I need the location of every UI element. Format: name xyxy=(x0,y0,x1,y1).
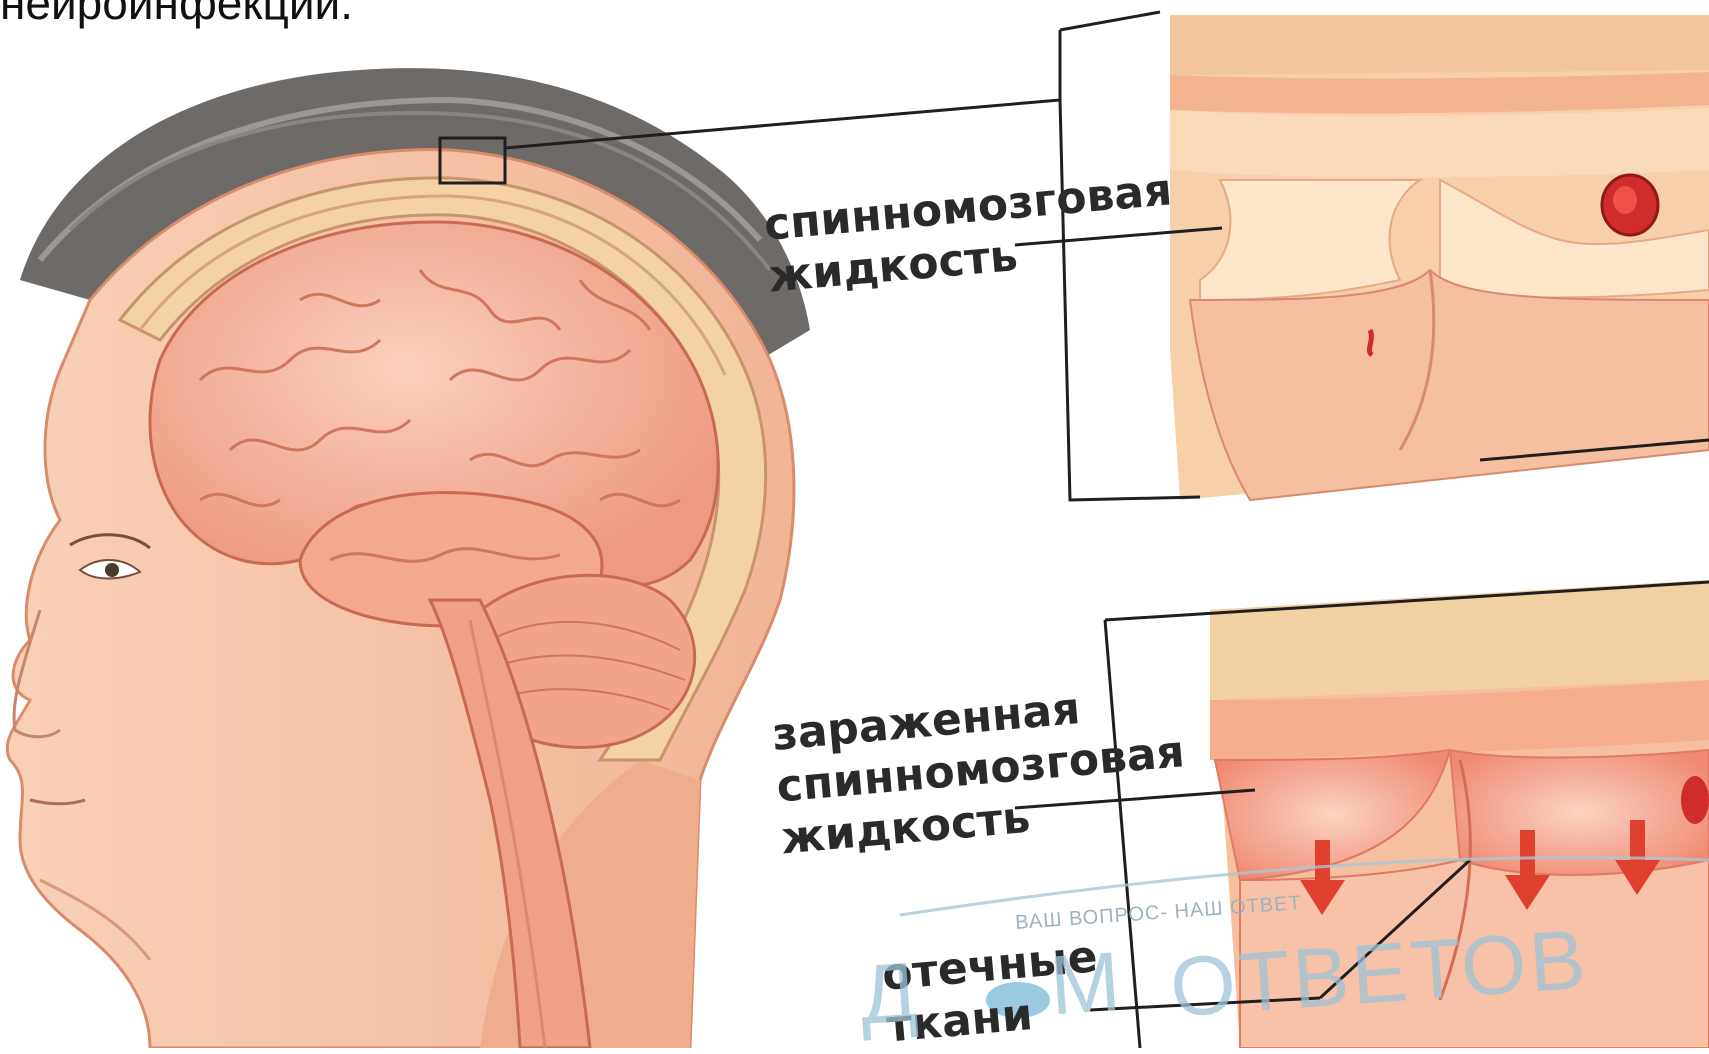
watermark-brand-left: Д xyxy=(857,943,924,1044)
watermark-brand-middle: М xyxy=(1047,933,1127,1035)
caption-text: нейроинфекций. xyxy=(0,0,353,30)
